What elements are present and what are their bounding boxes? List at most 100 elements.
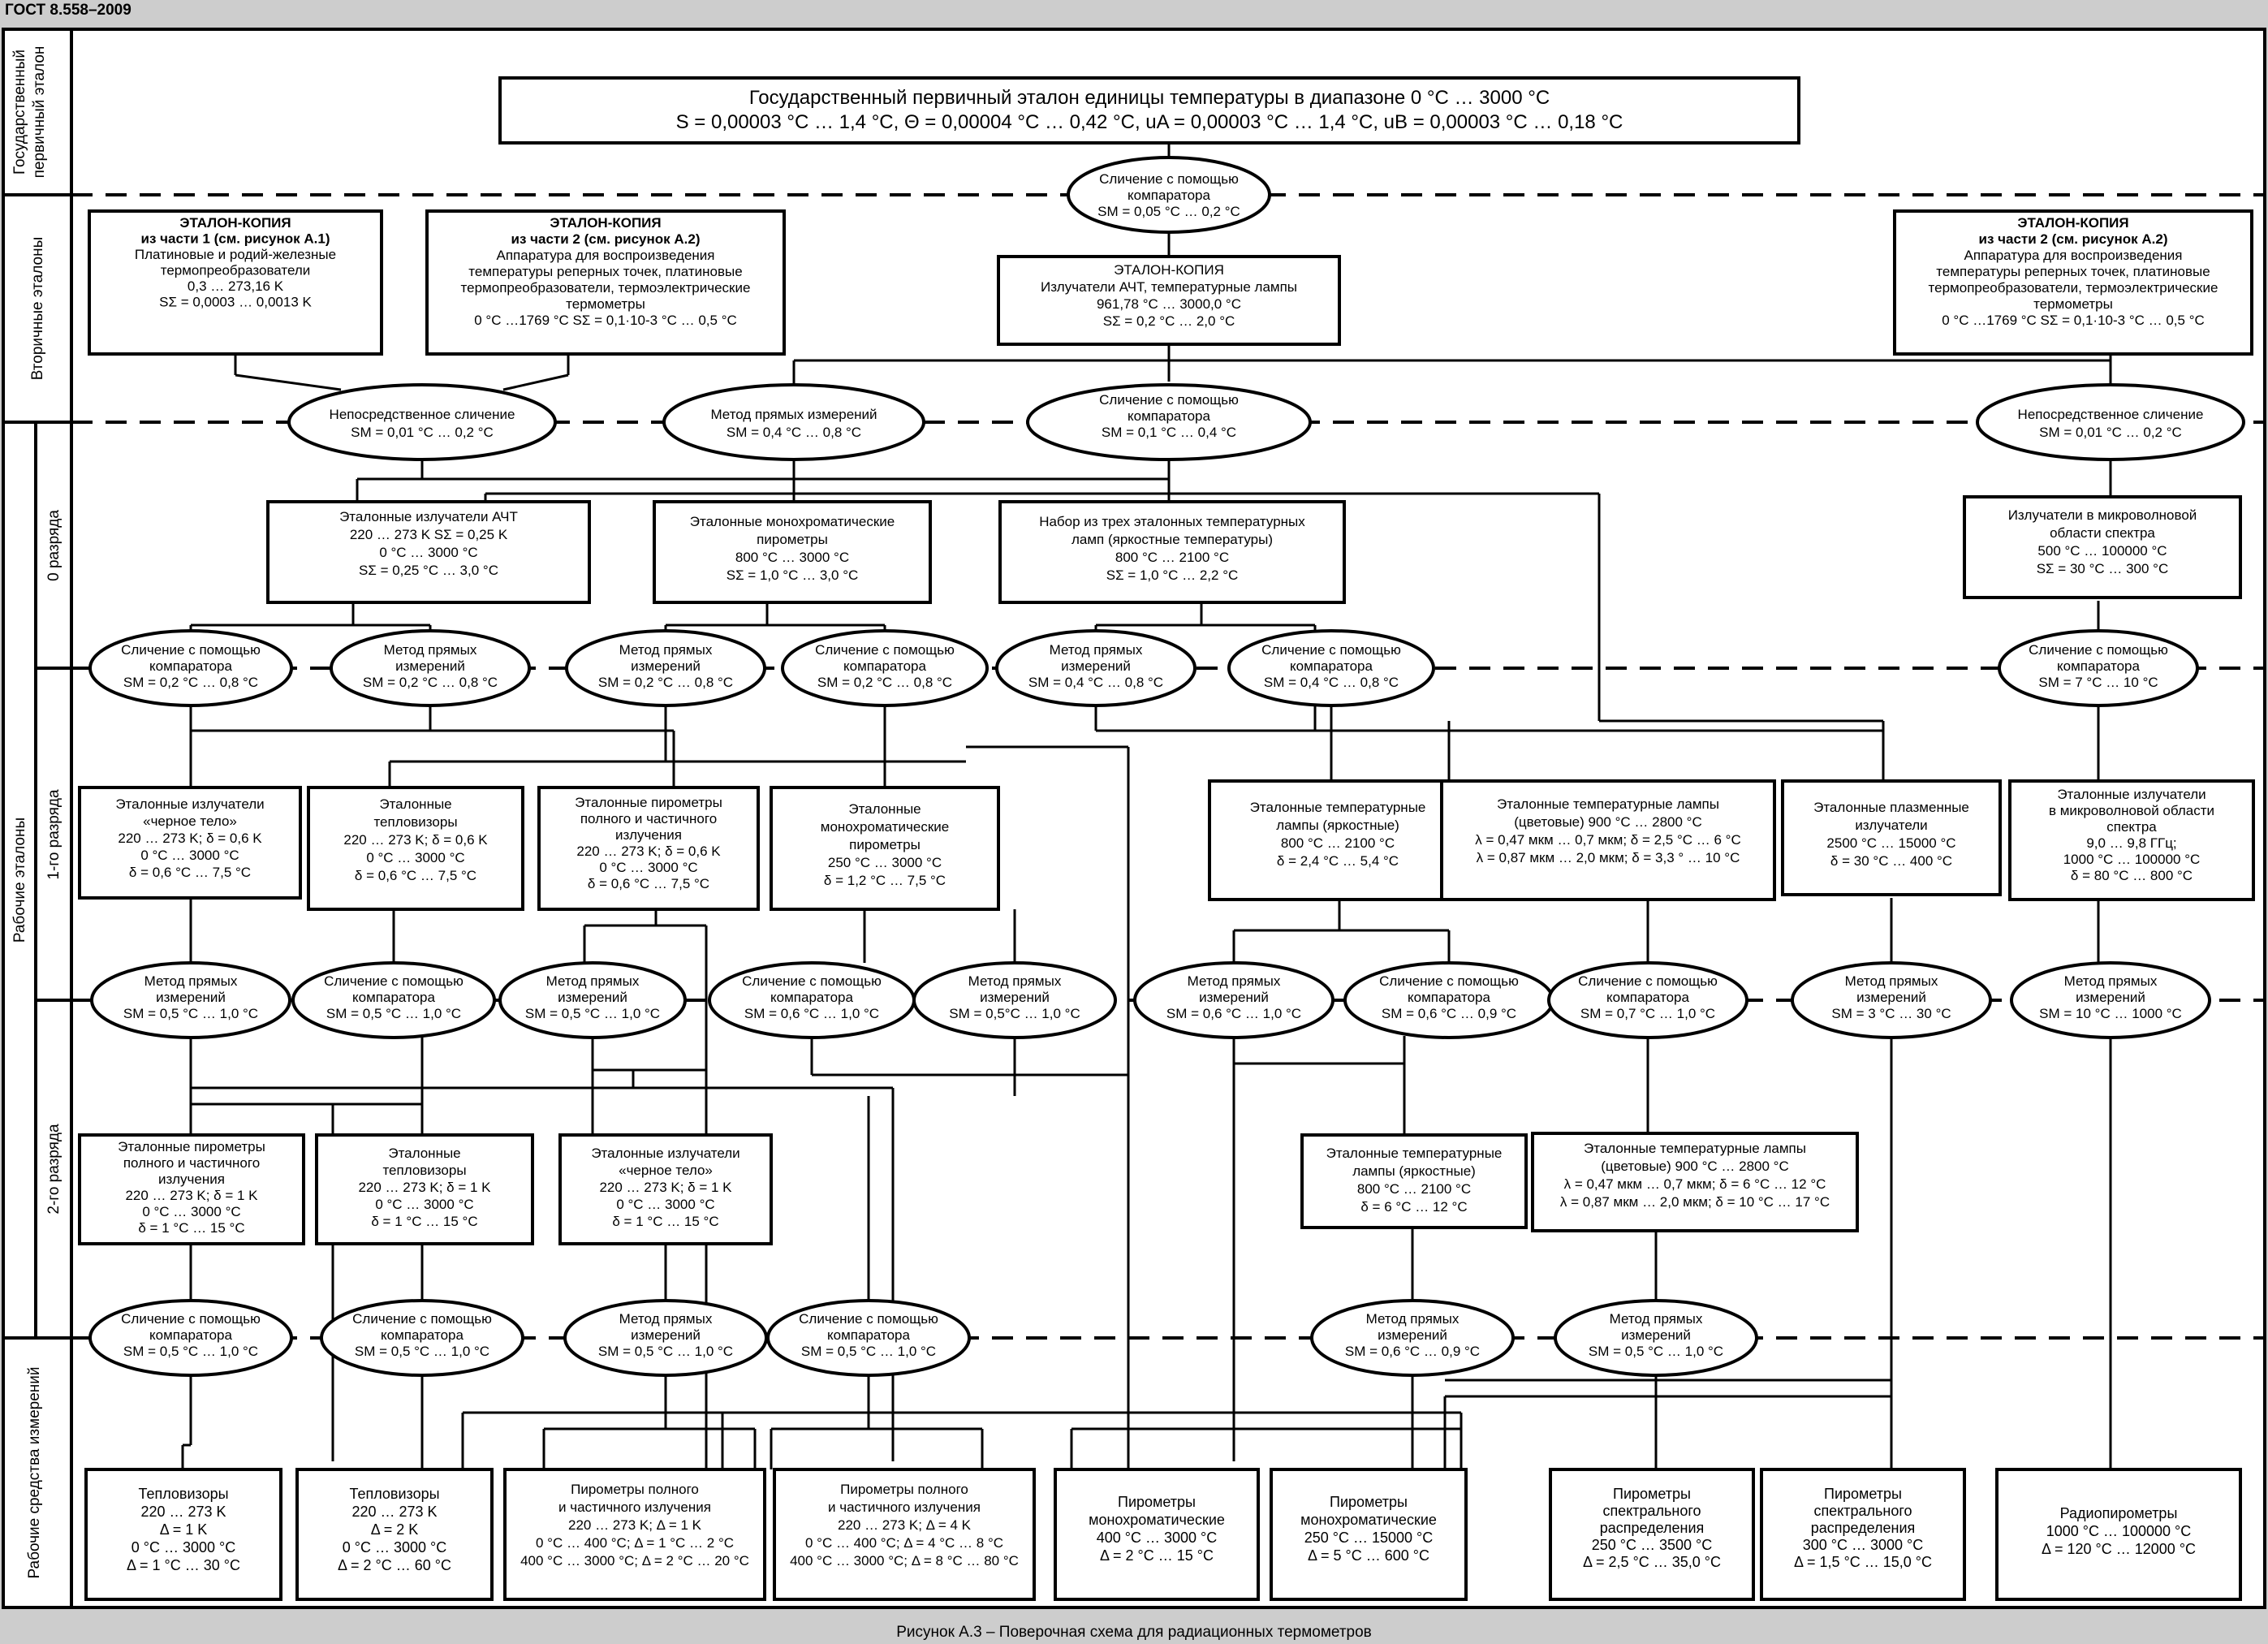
instrument-2-line: Δ = 2 °C … 60 °C — [338, 1557, 451, 1573]
standard-copy-2-line: термопреобразователи, термоэлектрические — [461, 280, 751, 296]
level-label-primary: Государственный — [11, 50, 28, 175]
rank2-b5-line: Эталонные температурные лампы — [1584, 1141, 1806, 1156]
rank1-b8-line: 1000 °C … 100000 °C — [2063, 852, 2201, 867]
method-r1-1-ellipse — [90, 961, 291, 1039]
instrument-7-line: 250 °C … 3500 °C — [1592, 1537, 1712, 1553]
instrument-2-line: Тепловизоры — [349, 1486, 439, 1502]
method-r0-3-line: измерений — [631, 658, 701, 674]
standard-copy-1-line: SΣ = 0,0003 … 0,0013 K — [159, 295, 312, 310]
level-label-instruments: Рабочие средства измерений — [26, 1366, 43, 1578]
rank1-b2-line: тепловизоры — [373, 814, 457, 830]
method-top-line: SM = 0,05 °C … 0,2 °C — [1097, 204, 1240, 219]
method-r1-10-line: SM = 10 °C … 1000 °C — [2039, 1006, 2182, 1021]
method-r1-7-line: Сличение с помощью — [1379, 973, 1519, 989]
instrument-1-line: Δ = 1 K — [160, 1521, 208, 1538]
standard-copy-2-line: Аппаратура для воспроизведения — [496, 248, 714, 263]
instrument-5-line: Δ = 2 °C … 15 °C — [1100, 1547, 1214, 1564]
rank1-b1-line: 220 … 273 K; δ = 0,6 K — [118, 831, 262, 846]
rank2-box-5 — [1531, 1132, 1859, 1232]
method-r1-8-ellipse — [1547, 961, 1748, 1039]
rank2-b4-line: Эталонные температурные — [1326, 1146, 1503, 1161]
method-r0-1-ellipse — [88, 629, 293, 707]
instrument-1-line: Δ = 1 °C … 30 °C — [127, 1557, 240, 1573]
rank0-b2-line: пирометры — [757, 532, 828, 547]
method-r0-7-line: SM = 7 °C … 10 °C — [2038, 675, 2158, 690]
rank2-b2-line: тепловизоры — [382, 1163, 466, 1178]
method-r1-9-line: Метод прямых — [1845, 973, 1938, 989]
method-r1-4-line: SM = 0,6 °C … 1,0 °C — [744, 1006, 879, 1021]
standard-copy-2-line: термометры — [566, 296, 645, 312]
method-r1-2-line: Сличение с помощью — [324, 973, 464, 989]
method-s1-ellipse — [287, 383, 557, 461]
rank0-b2-line: 800 °C … 3000 °C — [735, 550, 849, 565]
instrument-8-line: распределения — [1811, 1520, 1916, 1536]
rank2-b4-line: лампы (яркостные) — [1352, 1163, 1476, 1179]
rank1-box-8 — [2008, 779, 2255, 901]
method-r2-6-line: SM = 0,5 °C … 1,0 °C — [1589, 1344, 1723, 1359]
rank1-b5-line: лампы (яркостные) — [1276, 818, 1399, 833]
rank2-box-3 — [558, 1133, 773, 1245]
rank0-b1-line: Эталонные излучатели АЧТ — [339, 509, 518, 524]
instrument-6-line: монохроматические — [1300, 1512, 1437, 1528]
method-r1-3-line: SM = 0,5 °C … 1,0 °C — [525, 1006, 660, 1021]
instrument-8-line: Δ = 1,5 °C … 15,0 °C — [1794, 1554, 1932, 1570]
rank1-box-6 — [1440, 779, 1776, 901]
method-r1-8-line: Сличение с помощью — [1578, 973, 1718, 989]
method-r2-4-line: Сличение с помощью — [799, 1311, 938, 1327]
instrument-box-8 — [1760, 1468, 1966, 1601]
standard-copy-4-line: Аппаратура для воспроизведения — [1964, 248, 2182, 263]
standard-copy-4-line: ЭТАЛОН-КОПИЯ — [2017, 215, 2128, 231]
rank1-b8-line: 9,0 … 9,8 ГГц; — [2086, 835, 2176, 851]
rank1-b4-line: пирометры — [849, 837, 921, 852]
level-label-rank2: 2-го разряда — [45, 1124, 63, 1215]
rank1-box-2 — [307, 786, 524, 911]
rank2-b1-line: 220 … 273 K; δ = 1 K — [125, 1188, 258, 1203]
rank0-b4-line: SΣ = 30 °C … 300 °C — [2037, 561, 2169, 576]
method-r1-9-line: SM = 3 °C … 30 °C — [1831, 1006, 1951, 1021]
instrument-6-line: Δ = 5 °C … 600 °C — [1308, 1547, 1429, 1564]
method-r0-1-line: Сличение с помощью — [121, 642, 261, 658]
instrument-3-line: Пирометры полного — [571, 1482, 699, 1497]
standard-copy-2-box — [425, 209, 786, 356]
method-r0-4-line: SM = 0,2 °C … 0,8 °C — [817, 675, 952, 690]
standard-copy-1-line: 0,3 … 273,16 K — [188, 278, 284, 294]
rank1-b3-line: 0 °C … 3000 °C — [599, 860, 697, 875]
standard-copy-3-box — [997, 255, 1341, 346]
rank1-b6-line: Эталонные температурные лампы — [1497, 796, 1719, 812]
rank2-b4-line: δ = 6 °C … 12 °C — [1360, 1199, 1467, 1215]
instrument-6-line: Пирометры — [1330, 1494, 1408, 1510]
method-r1-7-line: компаратора — [1408, 990, 1490, 1005]
rank1-box-4 — [770, 786, 1000, 911]
instrument-3-line: 400 °C … 3000 °C; Δ = 2 °C … 20 °C — [520, 1553, 749, 1568]
rank1-b6-line: λ = 0,47 мкм … 0,7 мкм; δ = 2,5 °C … 6 °… — [1475, 832, 1741, 848]
rank1-b1-line: «черное тело» — [143, 813, 237, 829]
rank1-box-1 — [78, 786, 302, 900]
instrument-4-line: 220 … 273 K; Δ = 4 K — [838, 1517, 972, 1533]
standard-copy-2-line: температуры реперных точек, платиновые — [468, 264, 742, 279]
instrument-2-line: 220 … 273 K — [351, 1504, 437, 1520]
rank0-b3-line: 800 °C … 2100 °C — [1115, 550, 1229, 565]
method-r1-3-line: Метод прямых — [546, 973, 640, 989]
instrument-9-line: Радиопирометры — [2060, 1505, 2178, 1521]
instrument-5-line: 400 °C … 3000 °C — [1097, 1530, 1217, 1546]
rank0-b4-line: 500 °C … 100000 °C — [2037, 543, 2167, 559]
method-s2-ellipse — [662, 383, 925, 461]
rank0-b4-line: Излучатели в микроволновой — [2008, 507, 2197, 523]
instrument-3-line: 0 °C … 400 °C; Δ = 1 °C … 2 °C — [536, 1535, 734, 1551]
instrument-4-line: 400 °C … 3000 °C; Δ = 8 °C … 80 °C — [790, 1553, 1019, 1568]
primary-standard-box — [498, 76, 1800, 145]
primary-standard-title: Государственный первичный эталон единицы… — [749, 87, 1550, 109]
method-r1-7-line: SM = 0,6 °C … 0,9 °C — [1382, 1006, 1516, 1021]
instrument-3-line: 220 … 273 K; Δ = 1 K — [568, 1517, 702, 1533]
rank2-box-4 — [1300, 1133, 1528, 1229]
instrument-1-line: 220 … 273 K — [140, 1504, 226, 1520]
method-s2-line: SM = 0,4 °C … 0,8 °C — [727, 425, 861, 440]
rank1-b3-line: Эталонные пирометры — [575, 795, 722, 810]
method-r2-1-line: компаратора — [149, 1327, 232, 1343]
method-r0-6-ellipse — [1227, 629, 1435, 707]
standard-copy-1-line: из части 1 (см. рисунок А.1) — [141, 231, 330, 247]
rank1-box-3 — [537, 786, 760, 911]
method-r0-5-line: измерений — [1061, 658, 1131, 674]
rank0-b1-line: 220 … 273 K SΣ = 0,25 K — [350, 527, 508, 542]
rank2-b1-line: полного и частичного — [123, 1155, 260, 1171]
